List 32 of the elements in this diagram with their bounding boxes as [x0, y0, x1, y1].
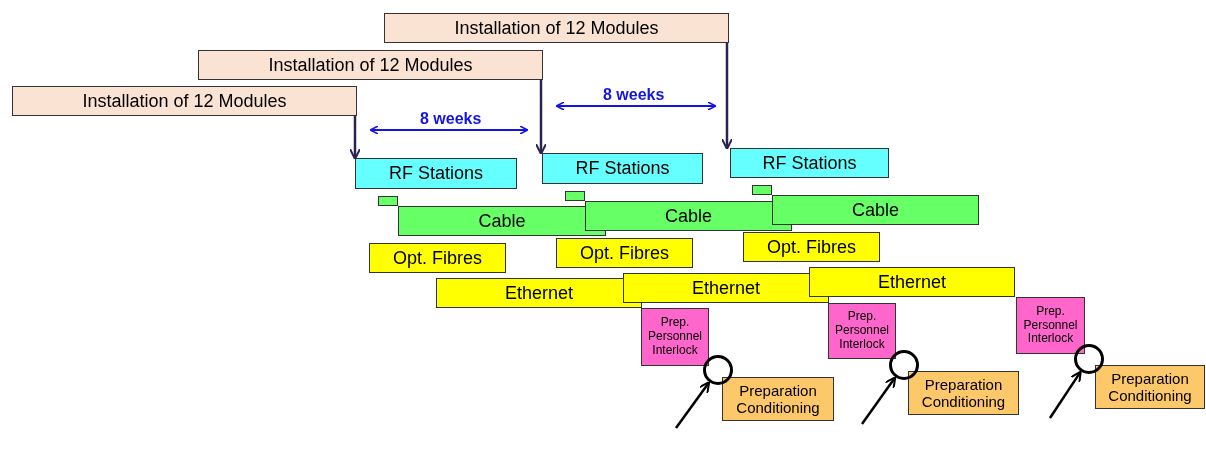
- duration-label: 8 weeks: [603, 86, 665, 104]
- duration-label: 8 weeks: [420, 110, 482, 128]
- task-bar: RF Stations: [355, 158, 517, 189]
- task-bar: Preparation Conditioning: [722, 377, 834, 421]
- task-bar: [752, 185, 772, 195]
- arrow: [721, 43, 733, 150]
- task-bar: [378, 196, 398, 206]
- task-bar: Prep. Personnel Interlock: [641, 308, 709, 366]
- task-bar: Opt. Fibres: [556, 238, 693, 268]
- task-bar: Prep. Personnel Interlock: [1016, 297, 1085, 354]
- arrow: [861, 376, 897, 425]
- task-bar: Cable: [585, 201, 792, 231]
- task-bar: Opt. Fibres: [369, 243, 506, 273]
- arrow: [675, 381, 711, 429]
- task-bar: Preparation Conditioning: [1095, 365, 1205, 409]
- task-bar: Preparation Conditioning: [908, 371, 1019, 415]
- task-bar: Installation of 12 Modules: [198, 50, 543, 80]
- task-bar: Installation of 12 Modules: [12, 86, 357, 116]
- task-bar: [565, 191, 585, 201]
- task-bar: RF Stations: [542, 153, 703, 184]
- task-bar: Ethernet: [436, 278, 642, 308]
- task-bar: Prep. Personnel Interlock: [828, 303, 896, 359]
- task-bar: Cable: [772, 195, 979, 225]
- arrow: [1048, 370, 1082, 419]
- arrow: [349, 116, 361, 160]
- task-bar: RF Stations: [730, 148, 889, 178]
- task-bar: Opt. Fibres: [743, 232, 880, 262]
- task-bar: Cable: [398, 206, 606, 236]
- task-bar: Ethernet: [623, 273, 829, 303]
- arrow: [535, 80, 547, 155]
- task-bar: Ethernet: [809, 267, 1015, 297]
- task-bar: Installation of 12 Modules: [384, 13, 729, 43]
